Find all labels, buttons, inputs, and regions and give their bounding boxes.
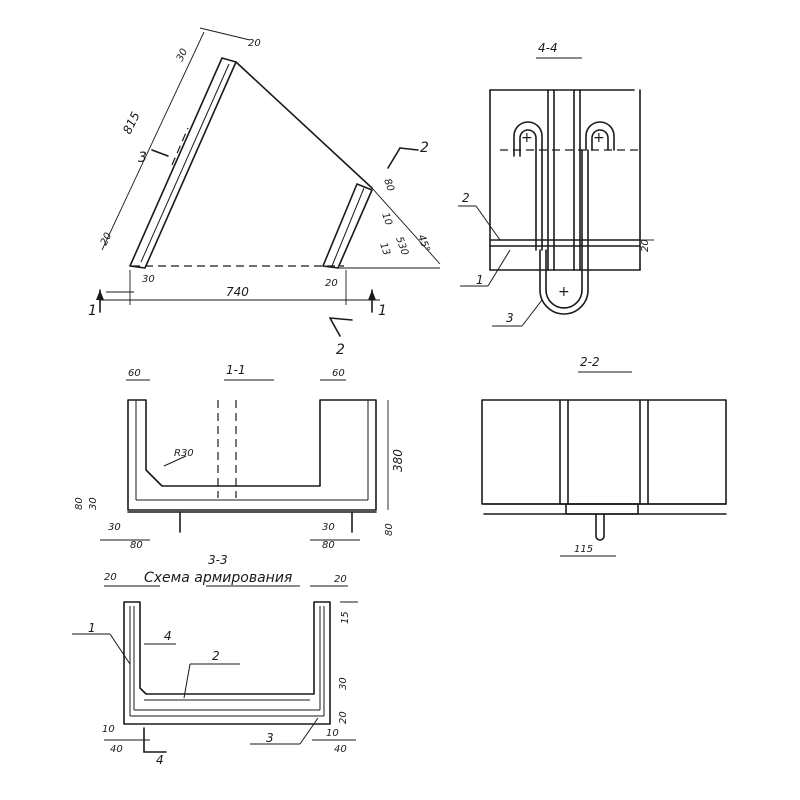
s33-dim-40a: 40 [110, 744, 123, 755]
section-1-right-label: 1 [378, 303, 387, 319]
s33-label-4b: 4 [156, 753, 164, 767]
s44-label-2: 2 [462, 191, 470, 205]
section-2-2-title: 2-2 [580, 355, 600, 369]
s11-r30-leader [163, 455, 187, 467]
dim-740: 740 [226, 285, 249, 299]
s33-leader-3b [299, 717, 319, 745]
s11-dim-80b: 80 [130, 540, 143, 551]
section-2-bottom-arrow [329, 317, 353, 321]
s33-dim-30: 30 [338, 677, 349, 690]
s44-loop-left-inner [519, 129, 537, 251]
s11-dim-80a: 80 [74, 497, 85, 510]
section-2-2: 2-2 115 [481, 355, 727, 557]
plan-left-wall-inner [140, 63, 230, 263]
s44-leader-1b [487, 249, 511, 287]
s44-loop-bottom [539, 149, 589, 315]
section-1-left-label: 1 [88, 303, 97, 319]
dim-13: 13 [377, 241, 392, 257]
s33-dim-20a: 20 [104, 572, 117, 583]
section-2-bottom-label: 2 [336, 342, 345, 358]
s33-label-2: 2 [212, 649, 220, 663]
section-1-1: 1-1 60 60 380 R30 80 30 30 80 30 80 80 [74, 363, 405, 551]
section-3-mark [151, 149, 169, 157]
s22-body [481, 399, 727, 505]
section-1-right-arrow [368, 290, 376, 300]
s33-dim-40b: 40 [334, 744, 347, 755]
section-2-top-mark [387, 147, 401, 169]
s11-dim-80d: 80 [384, 523, 395, 536]
section-3-trace [171, 127, 189, 166]
dim-30-bottom: 30 [142, 274, 155, 285]
s11-dim-30c: 30 [322, 522, 335, 533]
scheme-title: Схема армирования [144, 570, 292, 586]
dim-30-top: 30 [175, 47, 190, 63]
section-3-3-title: 3-3 [208, 553, 228, 567]
dim-20-top: 20 [248, 38, 261, 49]
section-3-label: 3 [138, 150, 147, 166]
s11-dim-30a: 30 [88, 497, 99, 510]
dim-530: 530 [393, 235, 410, 257]
dim-top-ext [199, 27, 251, 41]
plan-top-edge [235, 61, 373, 189]
s33-label-3: 3 [266, 731, 274, 745]
s33-dim-20b: 20 [334, 574, 347, 585]
dim-815: 815 [120, 110, 143, 137]
section-2-top-label: 2 [420, 140, 429, 156]
s33-outline [123, 601, 331, 725]
s44-leader-3b [521, 299, 543, 327]
section-4-4: 4-4 + + + 2 1 3 20 [458, 41, 654, 327]
plan-right-wall [322, 183, 373, 269]
s22-loop [595, 513, 605, 541]
s11-dim-380: 380 [391, 449, 405, 472]
section-1-1-title: 1-1 [226, 363, 246, 377]
s33-label-4: 4 [164, 629, 172, 643]
s33-dim-10b: 10 [326, 728, 339, 739]
dim-slope-line [371, 187, 441, 265]
section-2-top-arrow [399, 147, 419, 151]
s44-cross-bottom: + [558, 284, 570, 300]
s11-dim-80c: 80 [322, 540, 335, 551]
section-2-bottom-mark [329, 317, 341, 337]
s11-dim-60a: 60 [128, 368, 141, 379]
s44-cross-right: + [593, 130, 605, 146]
dim-80: 80 [381, 177, 396, 193]
s11-dim-30b: 30 [108, 522, 121, 533]
section-3-3: 3-3 Схема армирования 1 4 2 3 4 20 20 15 [72, 553, 358, 767]
s44-leader-2b [475, 205, 501, 241]
plan-right-wall-inner [331, 187, 365, 267]
dim-20-left: 20 [99, 231, 114, 247]
dim-45: 45° [415, 233, 431, 253]
s44-label-3: 3 [506, 311, 514, 325]
s44-dim-20: 20 [640, 239, 651, 252]
s11-outline [127, 399, 377, 511]
s44-cross-left: + [521, 130, 533, 146]
plan-view: 815 30 20 20 740 30 20 1 1 2 2 3 80 10 [88, 27, 441, 358]
s33-dim-10a: 10 [102, 724, 115, 735]
section-4-4-title: 4-4 [538, 41, 558, 55]
dim-20-bottom: 20 [325, 278, 338, 289]
s33-leader-2b [183, 663, 191, 699]
section-1-left-arrow [96, 290, 104, 300]
s22-gap [565, 503, 639, 515]
s33-dim-15: 15 [340, 611, 351, 624]
s44-loop-right-inner [591, 129, 609, 151]
s33-dim-20c: 20 [338, 711, 349, 724]
s33-leader-1b [109, 633, 131, 665]
s33-label-1: 1 [88, 621, 96, 635]
s44-loop-left [513, 121, 543, 251]
s44-loop-right [585, 121, 615, 151]
s44-loop-bottom-inner [545, 149, 583, 309]
s11-dim-r30: R30 [174, 448, 194, 459]
s22-dim-115: 115 [574, 544, 593, 555]
dim-815-line [101, 31, 205, 251]
dim-10: 10 [379, 211, 394, 227]
s11-dim-60b: 60 [332, 368, 345, 379]
s44-label-1: 1 [476, 273, 484, 287]
